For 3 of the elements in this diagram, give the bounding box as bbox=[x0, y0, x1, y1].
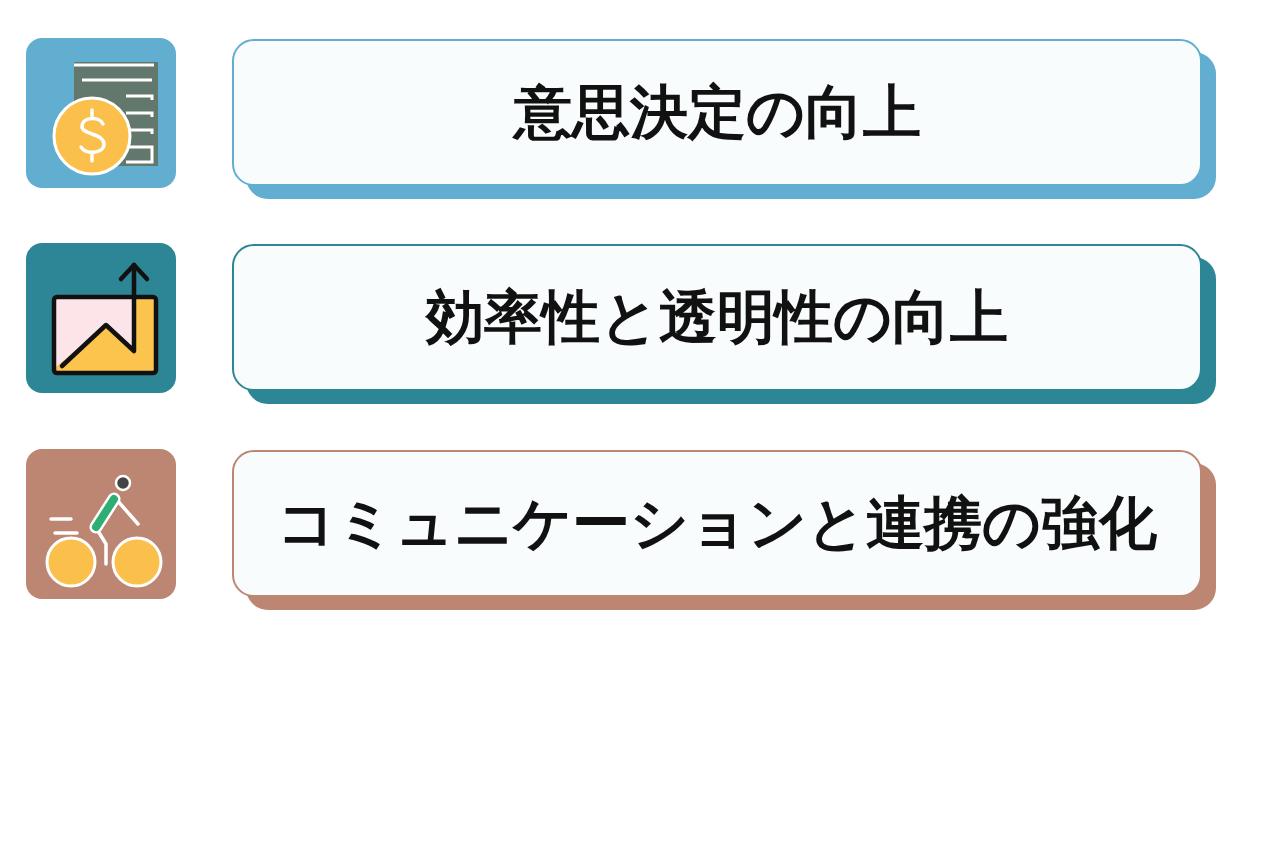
heading-text: 意思決定の向上 bbox=[513, 79, 921, 146]
heading-text: コミュニケーションと連携の強化 bbox=[277, 490, 1157, 557]
heading-text: 効率性と透明性の向上 bbox=[426, 284, 1008, 351]
